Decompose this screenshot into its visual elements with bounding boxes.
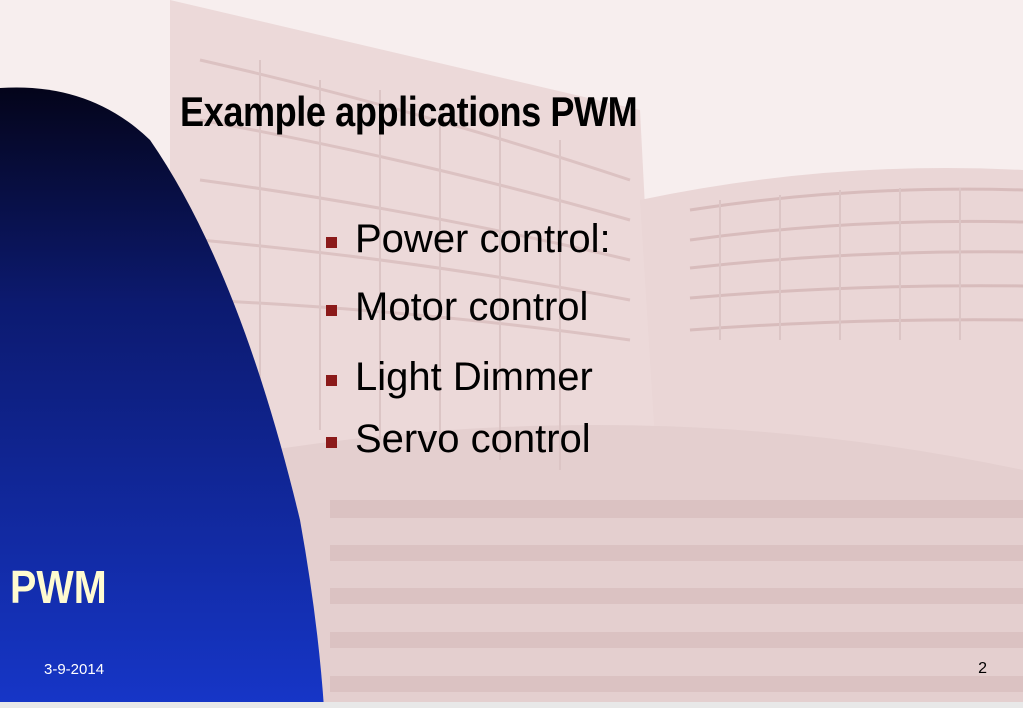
square-bullet-icon — [326, 304, 337, 316]
bullet-item: Servo control — [326, 416, 611, 462]
square-bullet-icon — [326, 436, 337, 448]
bullet-text: Power control: — [355, 216, 611, 261]
bullet-item: Motor control — [326, 284, 611, 330]
bullet-item: Power control: — [326, 216, 611, 262]
bullet-item: Light Dimmer — [326, 354, 611, 400]
bullet-text: Light Dimmer — [355, 354, 593, 399]
square-bullet-icon — [326, 374, 337, 386]
bottom-band — [0, 702, 1023, 708]
footer-date: 3-9-2014 — [44, 661, 105, 678]
square-bullet-icon — [326, 236, 337, 248]
slide-title: Example applications PWM — [180, 88, 638, 135]
bullet-text: Servo control — [355, 416, 591, 461]
slide-number: 2 — [978, 660, 987, 677]
bullet-list: Power control: Motor control Light Dimme… — [326, 216, 611, 484]
side-panel-label: PWM — [10, 561, 107, 613]
bullet-text: Motor control — [355, 284, 589, 329]
